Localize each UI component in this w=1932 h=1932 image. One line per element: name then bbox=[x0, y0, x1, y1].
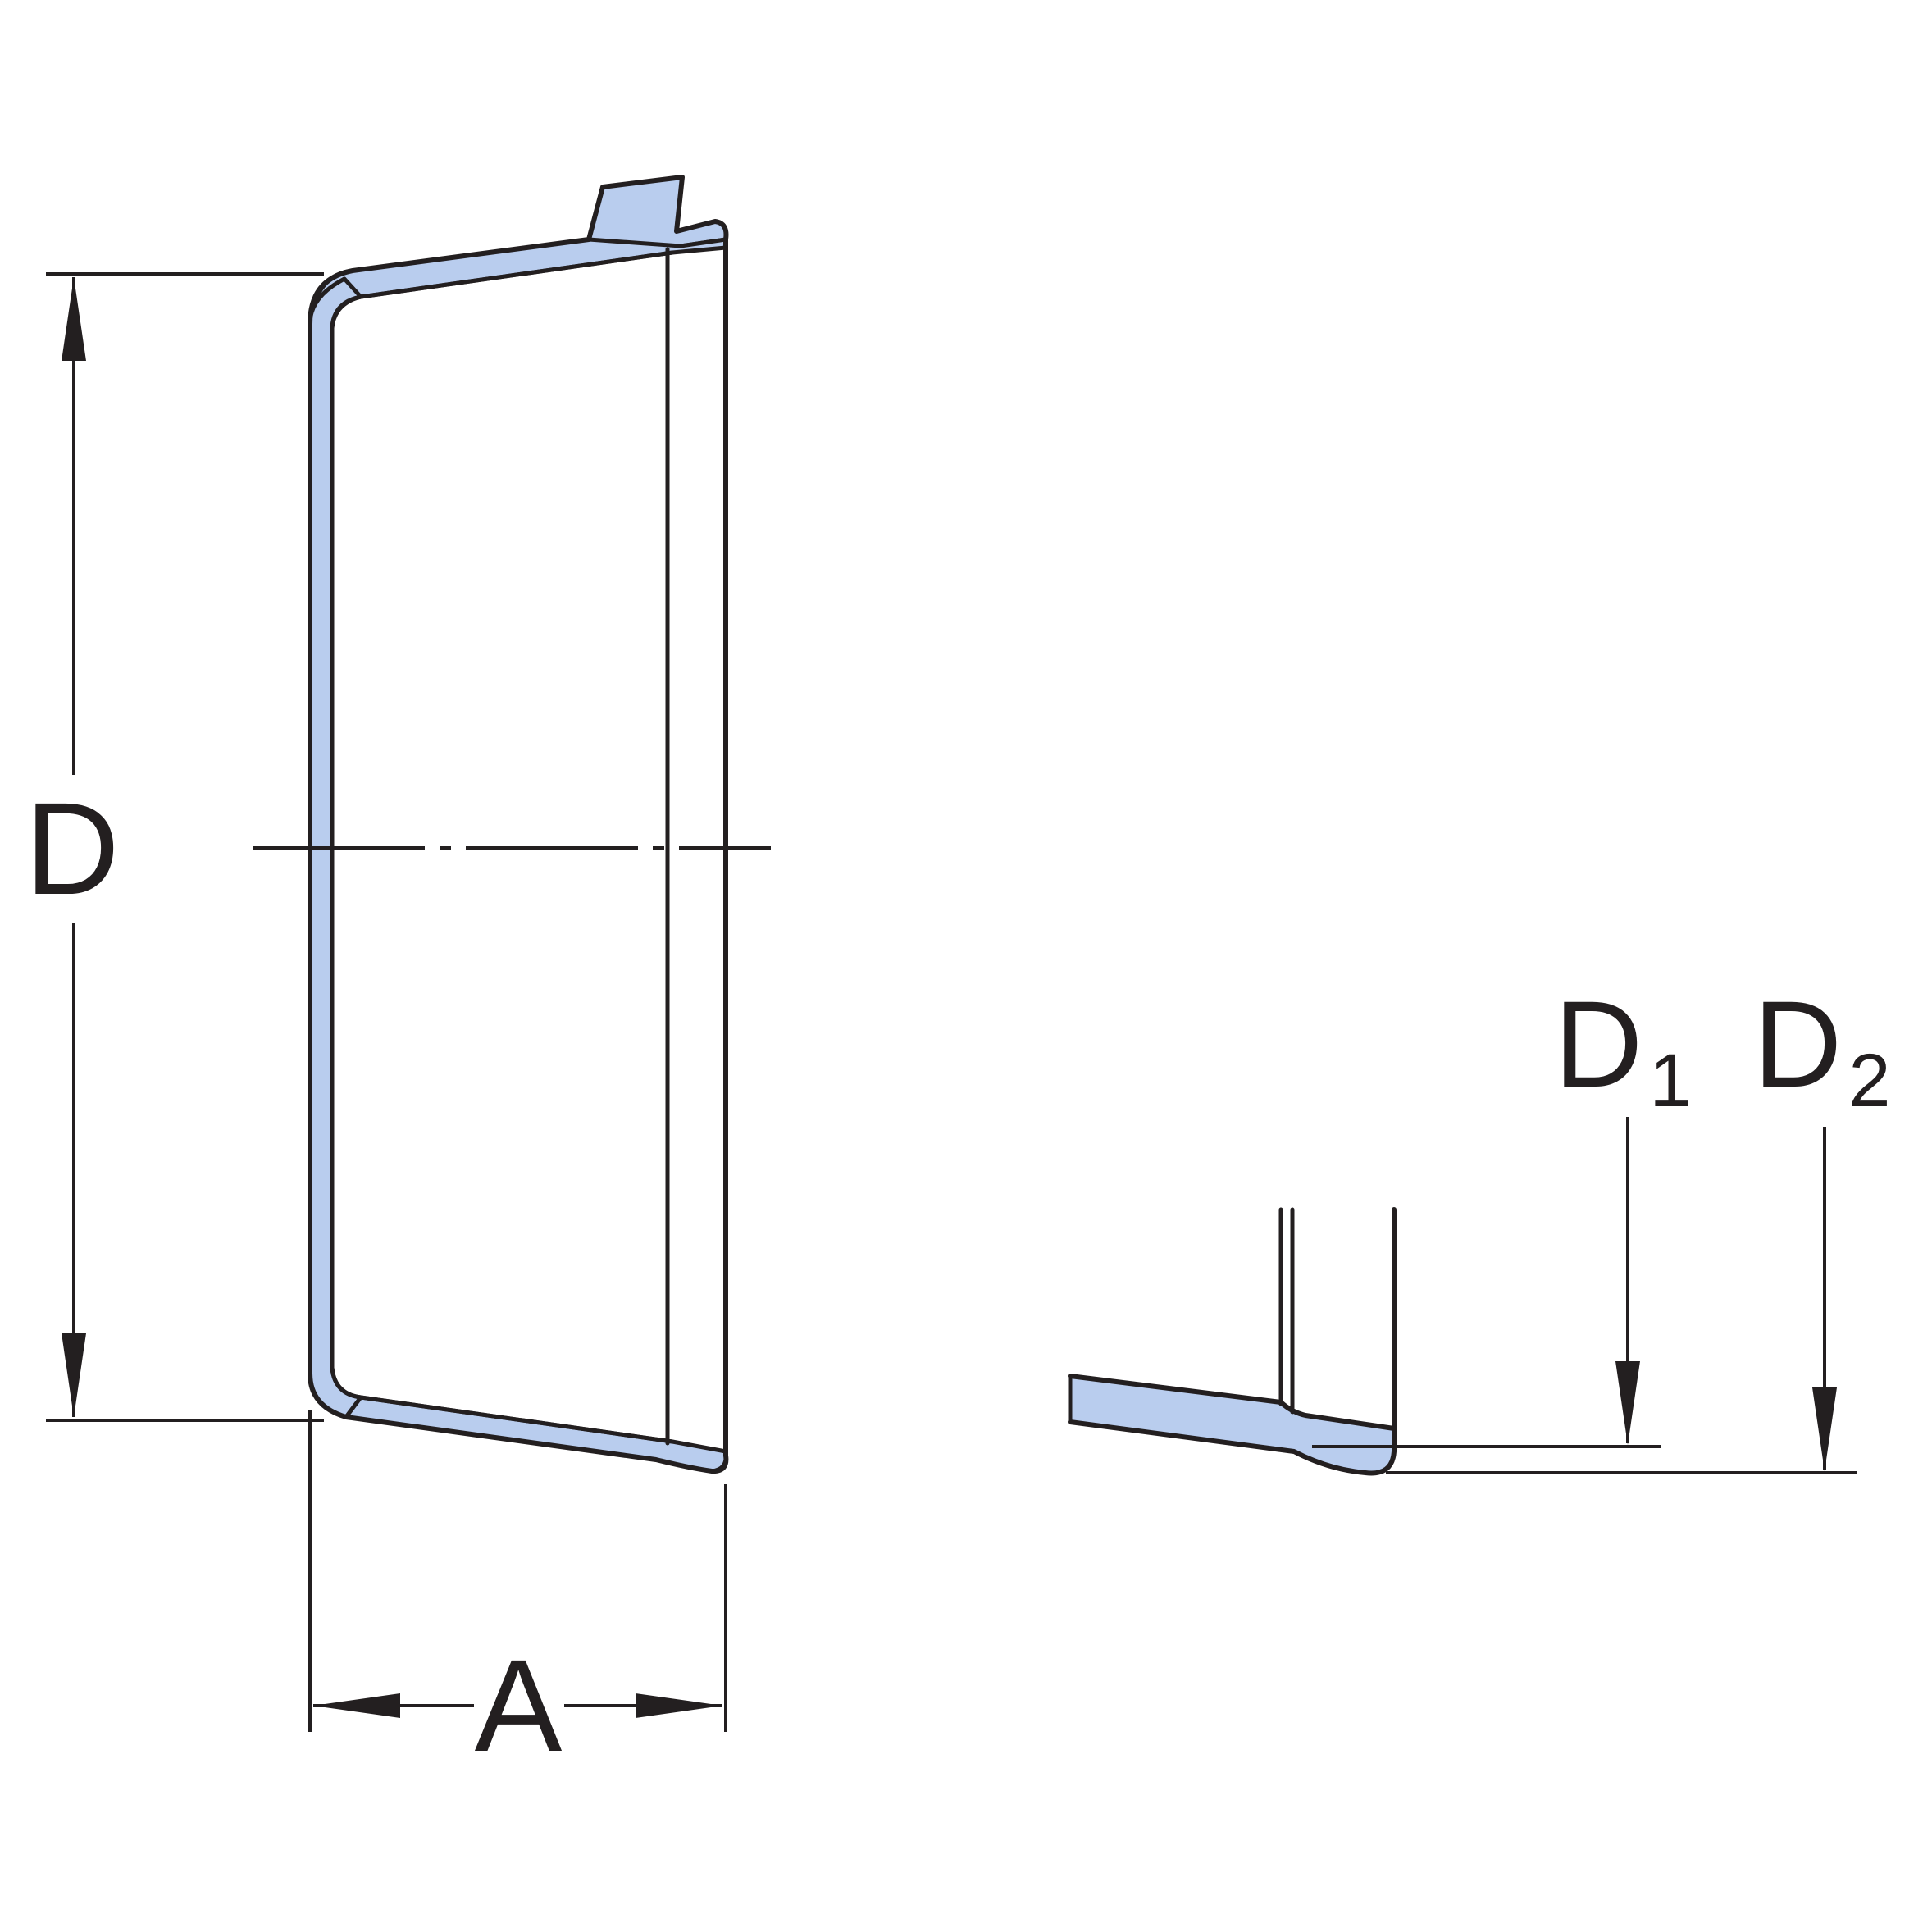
dimension-a bbox=[308, 1410, 727, 1732]
arrow-left-icon bbox=[313, 1693, 400, 1718]
lip-detail bbox=[1068, 1207, 1397, 1476]
outer-profile bbox=[308, 175, 729, 1474]
arrow-up-icon bbox=[62, 277, 86, 361]
label-d2: D2 bbox=[1753, 975, 1891, 1123]
label-d1: D1 bbox=[1554, 975, 1692, 1123]
dimension-d bbox=[46, 272, 324, 1422]
arrow-d2-icon bbox=[1812, 1387, 1837, 1471]
dimension-d1-d2 bbox=[1312, 1117, 1857, 1474]
arrow-down-icon bbox=[62, 1333, 86, 1417]
arrow-right-icon bbox=[636, 1693, 722, 1718]
label-a: A bbox=[475, 1632, 563, 1779]
arrow-d1-icon bbox=[1615, 1361, 1640, 1445]
lip-wall bbox=[1068, 1374, 1397, 1475]
cup-section bbox=[308, 175, 729, 1474]
label-d: D bbox=[25, 775, 120, 922]
